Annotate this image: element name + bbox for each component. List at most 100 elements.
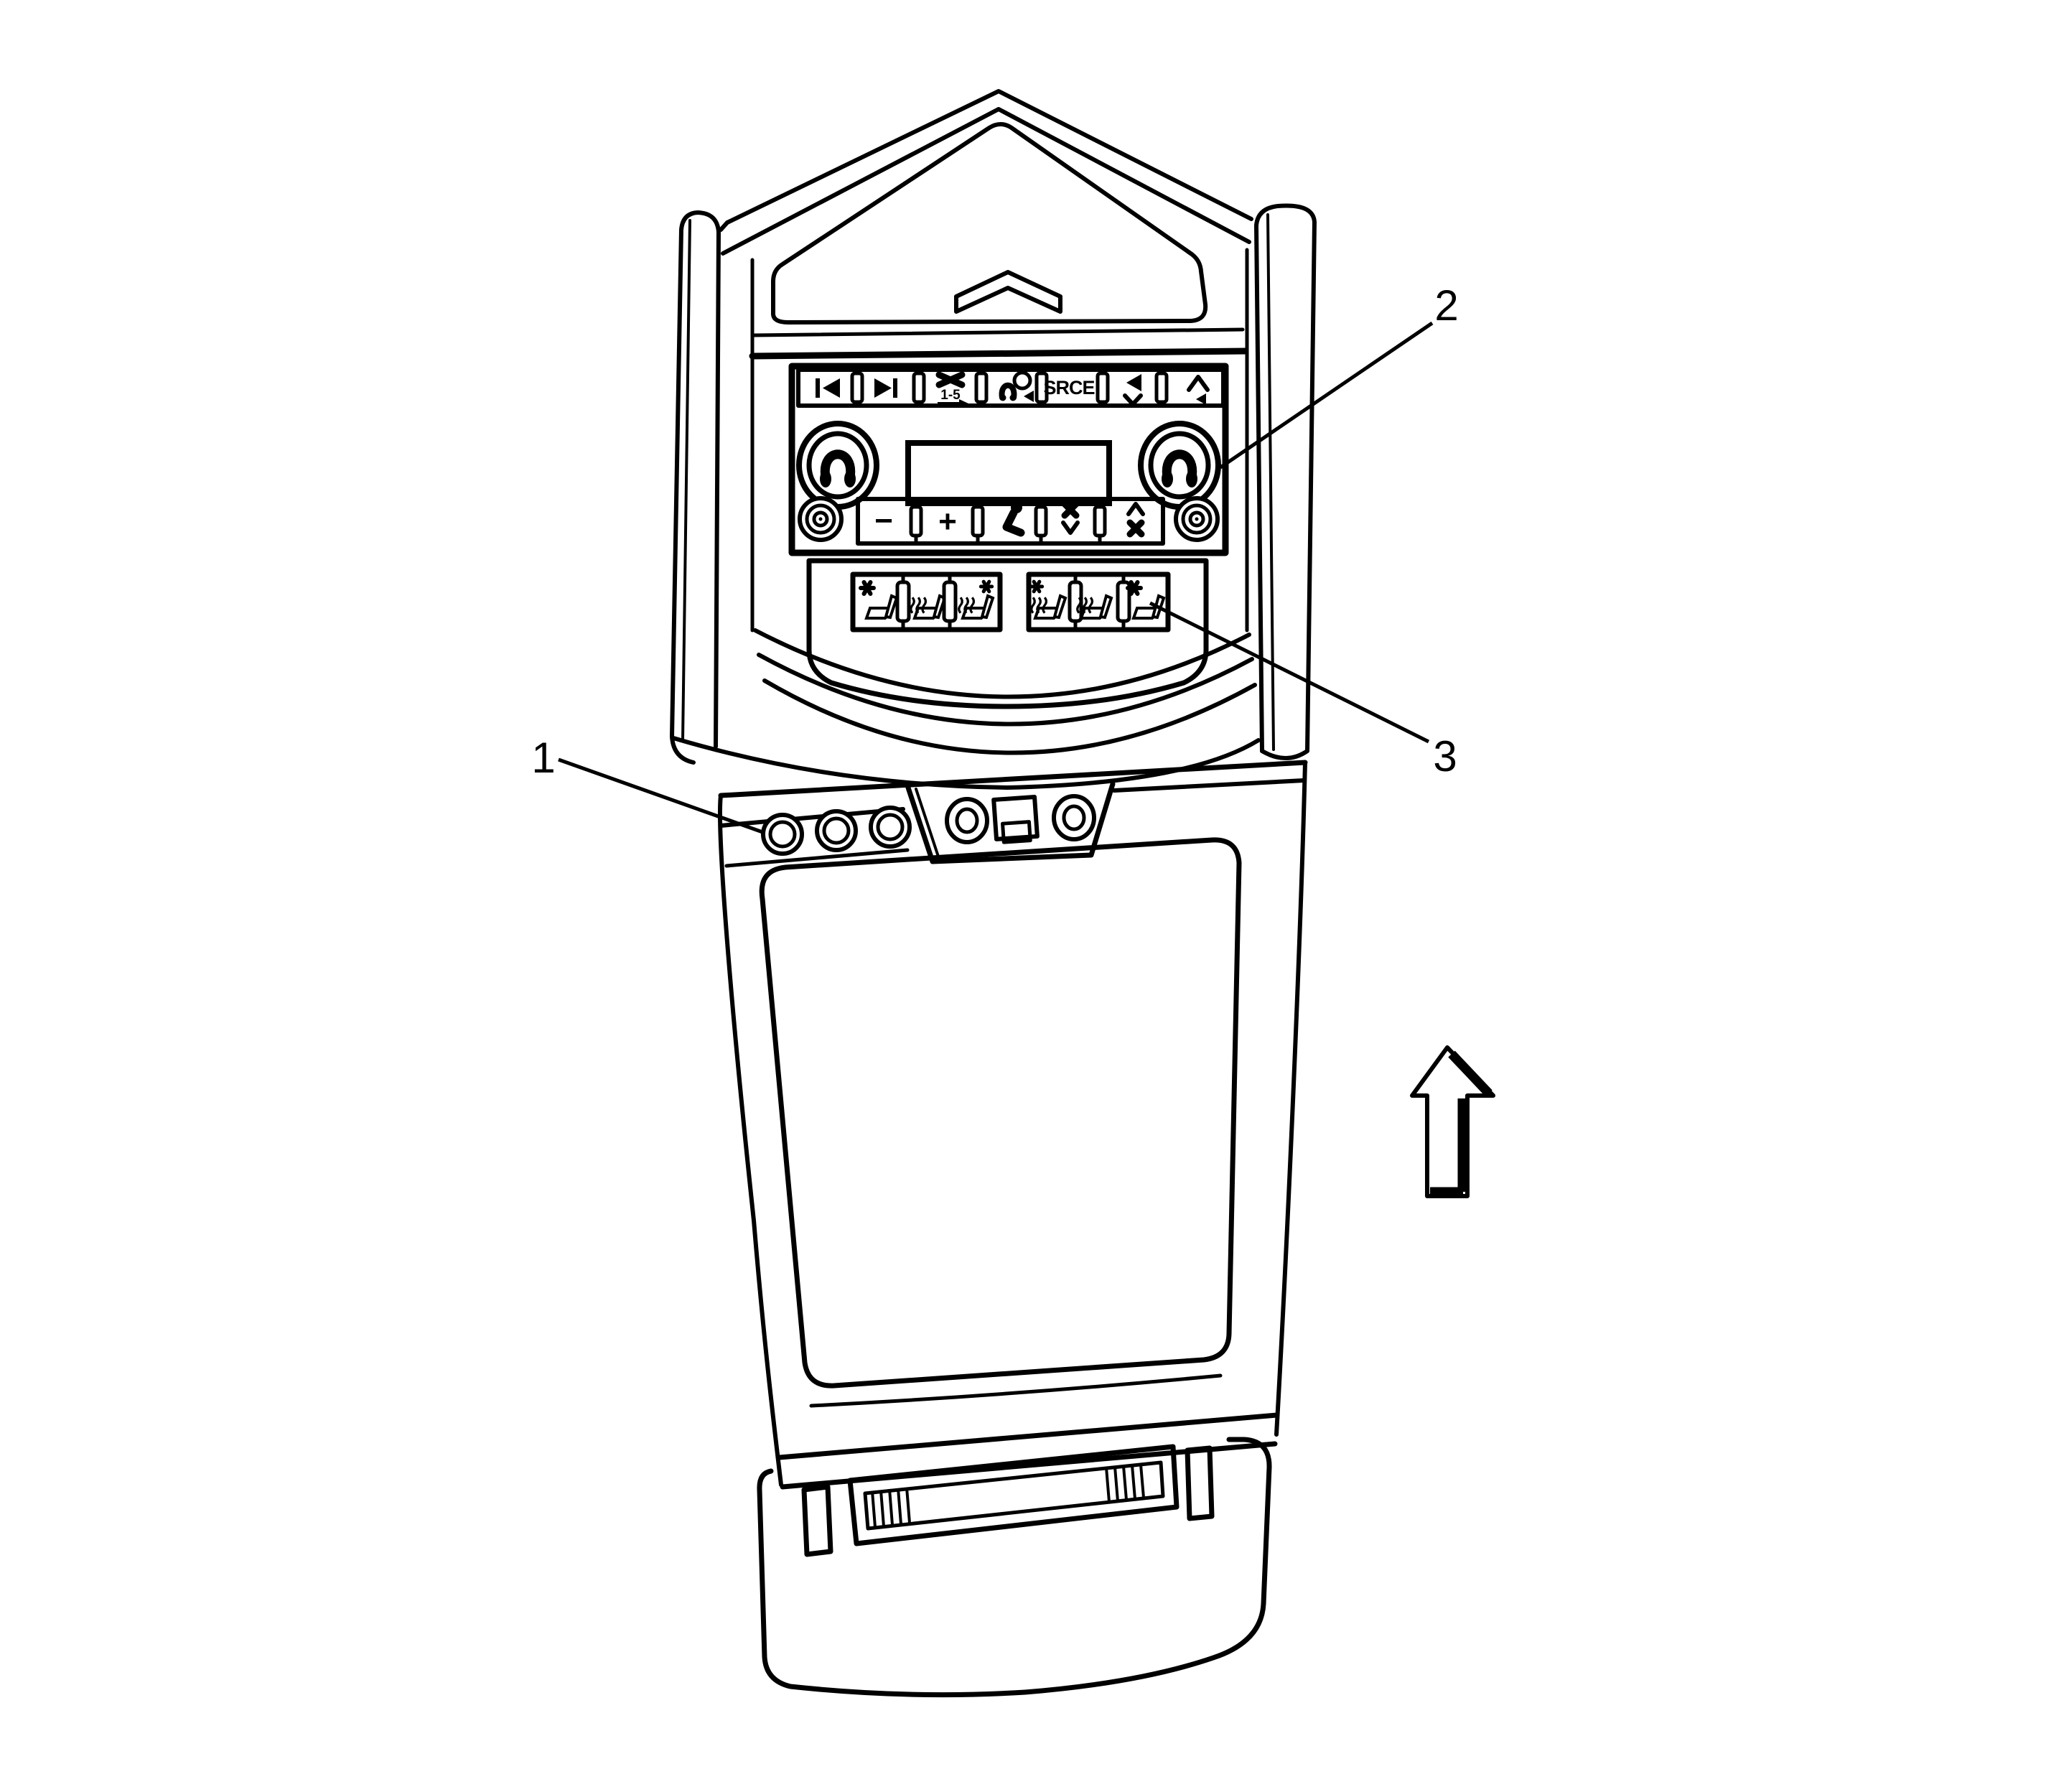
up-arrow-shading (1430, 1050, 1493, 1197)
panel-upper-trim-line (749, 347, 1249, 360)
up-arrow (1410, 1045, 1495, 1198)
climate-bottom-button-row: − + (856, 497, 1165, 546)
console-lower-lip-upper (777, 1412, 1280, 1460)
seat-switch-group-right (1026, 571, 1171, 633)
fan-up-button[interactable] (1126, 502, 1145, 534)
disc-1-5-button[interactable]: 1-5 (935, 371, 968, 408)
next-track-icon (874, 378, 892, 398)
previous-track-icon (816, 378, 820, 398)
display-window (905, 440, 1112, 506)
ring-knob-right[interactable] (1176, 498, 1218, 540)
callout-2: 2 (1219, 281, 1459, 470)
aux-jack-2[interactable] (817, 811, 856, 850)
right-side-rail (1254, 203, 1317, 760)
indicator-lamp (897, 582, 909, 621)
indicator-lamp (1036, 507, 1046, 536)
console-top-back-edge (718, 760, 1308, 798)
console-right-edge (1274, 760, 1307, 1437)
headphone-audio-button[interactable] (999, 370, 1034, 402)
pocket-jack-right[interactable] (1054, 796, 1094, 839)
indicator-lamp (1070, 582, 1081, 621)
callout-3-label: 3 (1433, 732, 1457, 780)
base-clip-right (1185, 1445, 1215, 1521)
console-bottom-contours (671, 628, 1261, 790)
base-outline (757, 1437, 1272, 1698)
storage-bin-door[interactable] (771, 122, 1208, 325)
heated-seat-button[interactable] (910, 594, 946, 620)
aux-jack-3[interactable] (871, 808, 910, 846)
temp-plus-button[interactable]: + (938, 504, 957, 539)
program-ring-icon (1012, 370, 1032, 391)
rear-audio-control-panel: 1-5 SRCE (788, 363, 1229, 556)
snowflake-icon (861, 582, 874, 594)
top-peak-inner-line (721, 107, 1251, 256)
previous-track-button[interactable] (816, 378, 840, 398)
console-front-door[interactable] (759, 837, 1242, 1408)
callout-1: 1 (531, 734, 765, 835)
fan-icon (1130, 523, 1141, 534)
plus-label: + (938, 504, 957, 539)
headphone-jack-knob-right[interactable] (1141, 424, 1218, 507)
disc-arrow-icon (938, 399, 968, 408)
console-base (757, 1437, 1272, 1698)
top-peak-outer-line (719, 89, 1253, 232)
disc-select-icon (935, 371, 966, 388)
snowflake-icon (981, 582, 991, 592)
seat-switch-group-left (850, 571, 1003, 633)
source-button[interactable]: SRCE (1043, 377, 1095, 398)
ring-knob-left[interactable] (800, 498, 841, 540)
volume-up-icon (1187, 375, 1210, 392)
indicator-lamp (914, 373, 924, 402)
seat-icon (865, 594, 898, 620)
door-pull-handle-icon[interactable] (954, 270, 1062, 314)
mount-slot (847, 1444, 1180, 1546)
door-lower-trim-line (752, 327, 1245, 337)
callout-3-leader (1149, 601, 1430, 744)
source-label: SRCE (1043, 377, 1094, 398)
floor-console (718, 760, 1308, 1490)
cooled-seat-button[interactable] (1128, 582, 1165, 620)
disc-range-label: 1-5 (940, 388, 961, 403)
slot-contact-hatching-left (871, 1487, 911, 1528)
callout-1-label: 1 (531, 734, 555, 782)
fan-down-button[interactable] (1061, 504, 1080, 535)
pocket-jack-left[interactable] (947, 799, 987, 842)
indicator-lamp (944, 582, 956, 621)
speaker-icon (1024, 391, 1034, 402)
overhead-console: 1-5 SRCE (670, 89, 1317, 790)
connector-port[interactable] (991, 795, 1040, 844)
cooled-seat-button[interactable] (861, 582, 898, 620)
seat-switch-recess (806, 558, 1209, 709)
console-top-front-edge (1112, 778, 1306, 793)
callout-3: 3 (1149, 601, 1457, 780)
volume-down-button[interactable] (1123, 374, 1143, 406)
jack-band-lower-line (724, 848, 910, 868)
heated-seat-switch-bank (806, 558, 1209, 709)
heated-cooled-seat-button[interactable] (1031, 582, 1067, 620)
indicator-lamp (1098, 373, 1108, 402)
vent-mode-button[interactable] (1002, 502, 1025, 537)
headphone-icon (999, 382, 1017, 401)
snowflake-icon (1031, 582, 1042, 592)
heated-cooled-seat-button[interactable] (958, 582, 994, 620)
indicator-lamp (852, 373, 862, 402)
console-left-edge (718, 793, 783, 1487)
audio-top-button-row: 1-5 SRCE (796, 368, 1225, 408)
audio-panel-bezel (788, 363, 1229, 556)
left-side-rail (670, 210, 721, 765)
base-clip-left (801, 1484, 833, 1557)
console-top-front-edge (719, 807, 905, 828)
indicator-lamp (1157, 373, 1167, 402)
headphone-jack-knob-left[interactable] (799, 424, 877, 507)
volume-up-button[interactable] (1187, 375, 1210, 405)
minus-label: − (874, 503, 893, 538)
next-track-button[interactable] (874, 378, 897, 398)
temp-minus-button[interactable]: − (874, 503, 893, 538)
callout-2-leader (1219, 321, 1434, 470)
slot-contact-hatching-right (1105, 1464, 1145, 1503)
auxiliary-input-jacks (763, 808, 910, 854)
snowflake-icon (1128, 582, 1141, 594)
aux-jack-1[interactable] (763, 815, 802, 854)
